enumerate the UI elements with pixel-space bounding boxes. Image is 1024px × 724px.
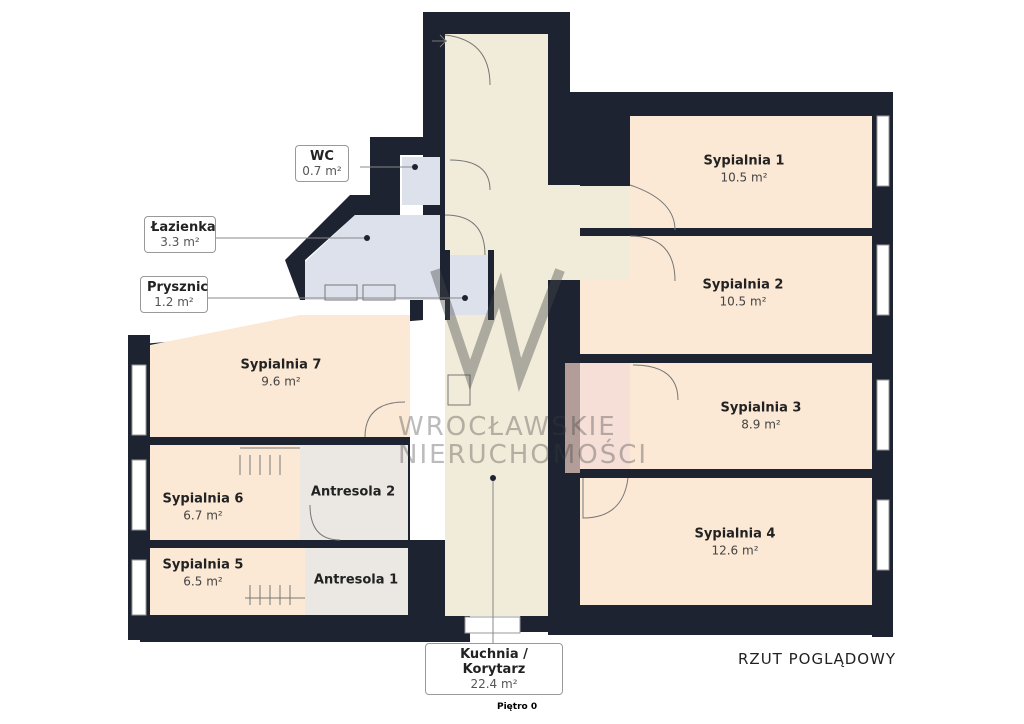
room-prysznic <box>445 255 490 315</box>
watermark-line1: WROCŁAWSKIE <box>398 412 617 442</box>
room-wc <box>402 157 440 205</box>
room-sypialnia-3 <box>630 363 872 469</box>
room-sypialnia-6 <box>150 445 300 540</box>
floor-label: Piętro 0 <box>497 702 538 712</box>
room-sypialnia-7 <box>150 315 410 437</box>
label-antresola-2: Antresola 2 <box>310 484 396 500</box>
room-lazienka <box>305 215 440 300</box>
room-antresola-1 <box>305 548 408 615</box>
room-antresola-2 <box>300 445 408 540</box>
room-sypialnia-5 <box>150 548 305 615</box>
label-antresola-1: Antresola 1 <box>313 572 399 588</box>
leader-lines <box>207 166 494 644</box>
room-sypialnia-4 <box>580 478 872 605</box>
watermark-line2: NIERUCHOMOŚCI <box>398 440 649 470</box>
plan-title: RZUT POGLĄDOWY <box>738 650 897 668</box>
watermark-logo-icon <box>430 268 565 393</box>
